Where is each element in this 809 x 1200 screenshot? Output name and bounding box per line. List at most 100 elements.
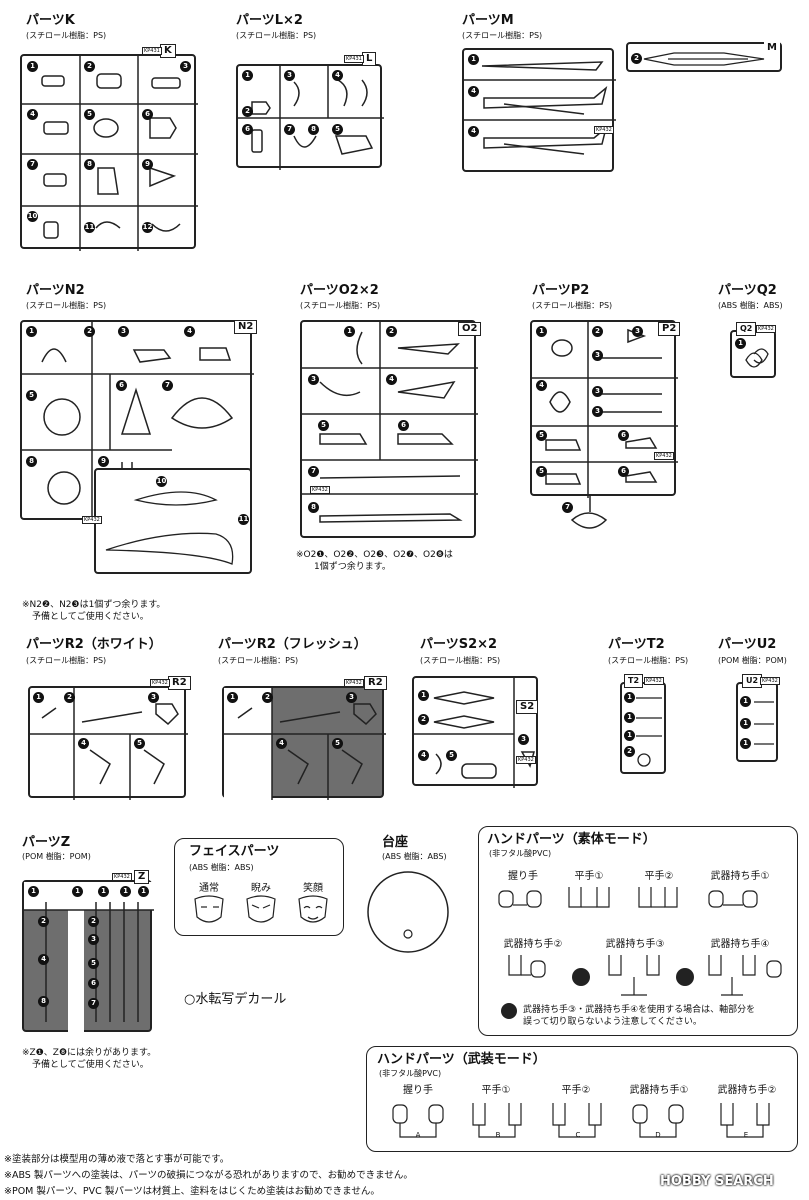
face-label-smile: 笑顔 xyxy=(303,883,323,894)
runner-m-sprue xyxy=(464,61,616,155)
runner-r2-flesh: 1 2 3 4 5 xyxy=(222,686,386,800)
runner-code-k: KP431 xyxy=(142,47,162,55)
part-number: 11 xyxy=(238,514,249,525)
hand-armor-grip: 握り手 xyxy=(403,1085,433,1096)
part-number: 2 xyxy=(38,916,49,927)
part-number: 2 xyxy=(262,692,273,703)
hand-armor-flat1: 平手① xyxy=(481,1085,511,1096)
runner-code-q2: KP432 xyxy=(756,325,776,333)
part-number: 4 xyxy=(332,70,343,81)
face-parts-title: フェイスパーツ xyxy=(189,844,280,859)
hand-body-grip: 握り手 xyxy=(508,871,538,882)
part-number: 1 xyxy=(735,338,746,349)
part-number: 6 xyxy=(618,430,629,441)
runner-q2-parts xyxy=(745,348,769,368)
runner-tag-r2-flesh: R2 xyxy=(364,676,387,690)
part-number: 5 xyxy=(318,420,329,431)
part-number: 9 xyxy=(98,456,109,467)
runner-tag-n2: N2 xyxy=(234,320,258,334)
runner-tag-u2: U2 xyxy=(742,674,763,688)
runner-code-t2: KP432 xyxy=(644,677,664,685)
hand-body-weapon1: 武器持ち手① xyxy=(710,871,770,882)
section-material-k: (スチロール樹脂：PS) xyxy=(26,31,107,40)
runner-code-z: KP432 xyxy=(112,873,132,881)
hand-armor-weapon2: 武器持ち手② xyxy=(717,1085,777,1096)
note-n2-line2: 予備としてご使用ください。 xyxy=(32,612,149,622)
hand-armor-box: ハンドパーツ（武装モード） (非フタル酸PVC) 握り手 平手① 平手② 武器持… xyxy=(366,1046,798,1152)
part-number: 3 xyxy=(592,386,603,397)
note-o2-line1: ※O2❶、O2❷、O2❸、O2❼、O2❽は xyxy=(296,550,453,560)
part-number: 10 xyxy=(27,211,38,222)
section-material-s2: (スチロール樹脂：PS) xyxy=(420,656,501,665)
runner-u2-sprue xyxy=(754,701,774,745)
footer-note-1: ※塗装部分は模型用の薄め液で落とす事が可能です。 xyxy=(4,1154,230,1165)
part-number: 4 xyxy=(38,954,49,965)
part-number: 3 xyxy=(180,61,191,72)
part-number: 1 xyxy=(28,886,39,897)
section-material-o2: (スチロール樹脂：PS) xyxy=(300,301,381,310)
part-number: 2 xyxy=(84,326,95,337)
part-number: 4 xyxy=(78,738,89,749)
runner-l: 1 3 4 2 6 7 8 5 xyxy=(236,64,384,170)
watermark: HOBBY SEARCH xyxy=(660,1174,774,1189)
part-number: 5 xyxy=(88,958,99,969)
runner-tag-p2: P2 xyxy=(658,322,681,336)
part-number: 6 xyxy=(142,109,153,120)
part-number: 2 xyxy=(631,53,642,64)
part-number: 8 xyxy=(38,996,49,1007)
runner-n2-extension: 10 11 xyxy=(94,468,252,574)
part-number: 6 xyxy=(398,420,409,431)
part-number: 1 xyxy=(418,690,429,701)
section-material-q2: (ABS 樹脂：ABS) xyxy=(718,301,783,310)
runner-tag-z: Z xyxy=(134,870,150,884)
part-number: 4 xyxy=(536,380,547,391)
part-number: 1 xyxy=(624,692,635,703)
part-number: 1 xyxy=(624,712,635,723)
hand-armor-letter-d: D xyxy=(655,1131,661,1139)
runner-k: 1 2 3 4 5 6 7 8 9 10 11 12 xyxy=(20,54,198,251)
hand-body-material: (非フタル酸PVC) xyxy=(489,849,552,858)
hand-body-warning-line2: 誤って切り取らないよう注意してください。 xyxy=(523,1017,702,1027)
runner-tag-s2: S2 xyxy=(516,700,539,714)
part-number: 11 xyxy=(84,222,95,233)
face-label-glare: 睨み xyxy=(251,883,271,894)
section-material-t2: (スチロール樹脂：PS) xyxy=(608,656,689,665)
runner-p2: 1 2 3 3 4 3 3 5 6 5 6 xyxy=(530,320,678,498)
part-number: 2 xyxy=(88,916,99,927)
face-parts-material: (ABS 樹脂：ABS) xyxy=(189,863,254,872)
part-number: 6 xyxy=(242,124,253,135)
part-number: 3 xyxy=(284,70,295,81)
part-number: 1 xyxy=(624,730,635,741)
part-number: 9 xyxy=(142,159,153,170)
runner-q2: 1 xyxy=(730,330,776,378)
part-number: 1 xyxy=(120,886,131,897)
runner-code-p2: KP432 xyxy=(654,452,674,460)
section-title-q2: パーツQ2 xyxy=(718,283,777,298)
part-number: 3 xyxy=(88,934,99,945)
footer-note-2: ※ABS 製パーツへの塗装は、パーツの破損につながる恐れがありますので、お勧めで… xyxy=(4,1170,413,1181)
part-number: 3 xyxy=(346,692,357,703)
part-number: 5 xyxy=(446,750,457,761)
section-material-p2: (スチロール樹脂：PS) xyxy=(532,301,613,310)
base-title: 台座 xyxy=(382,835,409,850)
part-number: 1 xyxy=(740,738,751,749)
part-number: 4 xyxy=(27,109,38,120)
footer-note-3: ※POM 製パーツ、PVC 製パーツは材質上、塗料をはじくため塗装はお勧めできま… xyxy=(4,1186,380,1197)
water-decal-label: ○水転写デカール xyxy=(184,992,287,1007)
runner-z-sprue xyxy=(24,882,154,1034)
note-n2-line1: ※N2❷、N2❸は1個ずつ余ります。 xyxy=(22,600,166,610)
runner-m-blade xyxy=(643,52,765,66)
runner-code-m: KP432 xyxy=(594,126,614,134)
runner-tag-t2: T2 xyxy=(624,674,644,688)
hand-armor-flat2: 平手② xyxy=(561,1085,591,1096)
part-number: 4 xyxy=(386,374,397,385)
runner-code-s2: KP432 xyxy=(516,756,536,764)
part-number: 10 xyxy=(156,476,167,487)
part-number: 7 xyxy=(284,124,295,135)
runner-t2-sprue xyxy=(636,697,662,767)
part-number: 3 xyxy=(632,326,643,337)
section-material-r2-flesh: (スチロール樹脂：PS) xyxy=(218,656,299,665)
runner-code-o2: KP432 xyxy=(310,486,330,494)
part-number: 1 xyxy=(98,886,109,897)
